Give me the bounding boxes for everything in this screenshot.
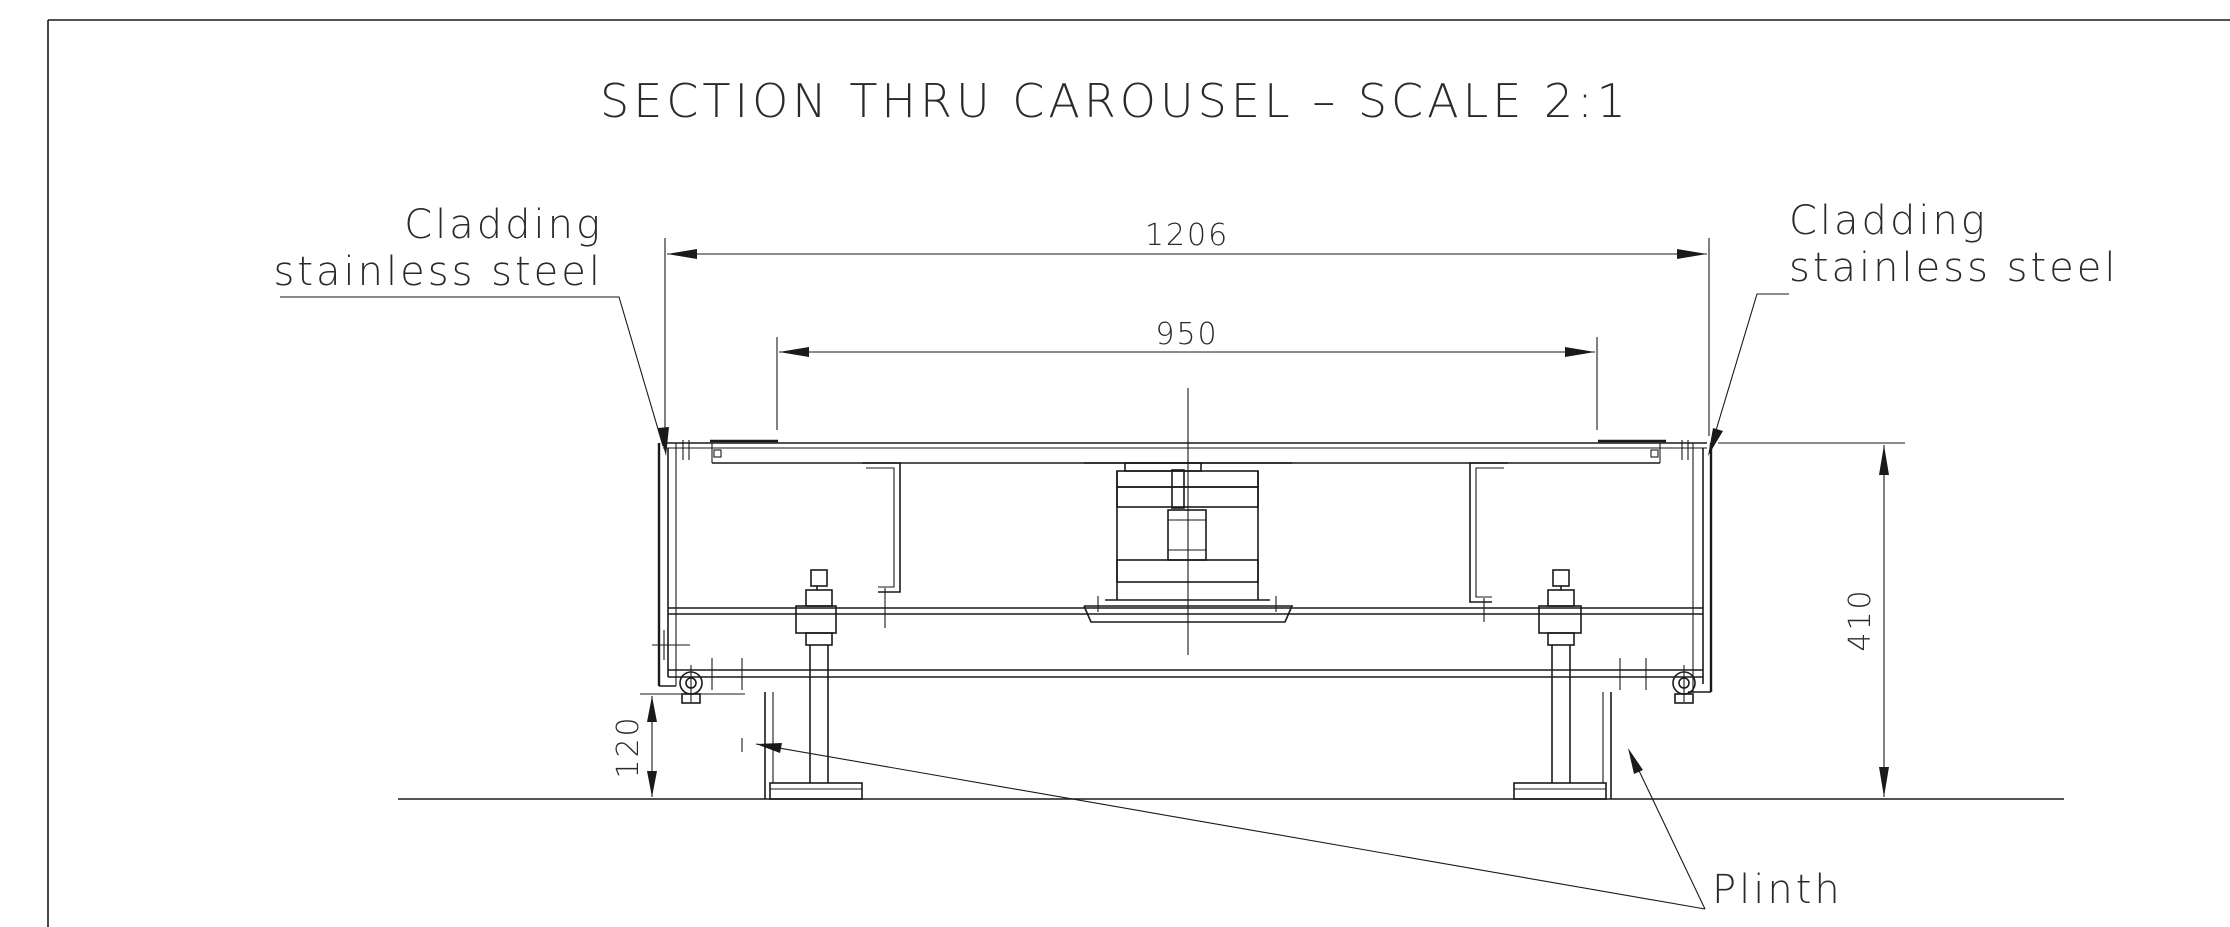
cladding-label-right-line1: Cladding <box>1789 198 1988 244</box>
cladding-label-left-line1: Cladding <box>404 202 603 248</box>
sheet-border <box>47 19 2230 927</box>
dimension-overall-width: 1206 <box>1145 218 1229 253</box>
right-corner-bolt <box>1672 665 1696 704</box>
dimension-410 <box>1718 442 1905 797</box>
dimension-plinth-height: 120 <box>611 715 646 778</box>
dimension-1206 <box>664 238 1710 436</box>
dimension-120 <box>640 693 690 797</box>
plinth-leaders <box>741 738 1706 910</box>
right-foot <box>1513 569 1612 800</box>
cladding-label-left-line2: stainless steel <box>274 249 603 295</box>
cladding-label-right-line2: stainless steel <box>1789 245 2118 291</box>
left-foot <box>764 569 863 800</box>
centre-bearing <box>1083 388 1294 655</box>
plinth-label: Plinth <box>1712 867 1843 913</box>
dimension-overall-height: 410 <box>1843 588 1878 651</box>
drawing-title: SECTION THRU CAROUSEL – SCALE 2:1 <box>600 74 1630 128</box>
dimension-inner-width: 950 <box>1155 317 1218 352</box>
cladding-leader-right <box>1708 293 1789 456</box>
dimension-950 <box>776 337 1598 430</box>
cladding-leader-left <box>280 296 669 456</box>
left-corner-bolt <box>679 665 703 704</box>
